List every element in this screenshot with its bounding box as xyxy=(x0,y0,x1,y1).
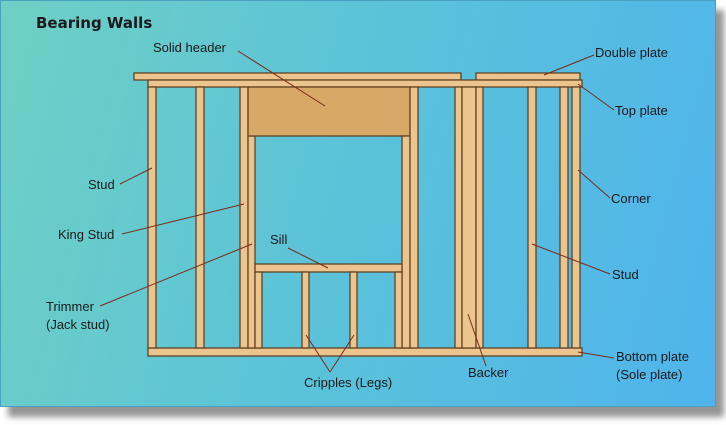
top-plate-leader xyxy=(577,83,615,111)
label-cripples: Cripples (Legs) xyxy=(304,375,392,390)
corner-stud-inner xyxy=(559,86,569,349)
stud-right-leader xyxy=(531,243,611,275)
backer-leader xyxy=(467,313,487,367)
backer xyxy=(461,86,477,349)
cripples-leader-2 xyxy=(329,334,355,373)
king-stud-leader xyxy=(121,203,245,235)
diagram-card xyxy=(0,0,716,407)
stud-right xyxy=(527,86,537,349)
sill-leader xyxy=(287,247,329,269)
label-sole-plate: (Sole plate) xyxy=(616,367,682,382)
stud-backer-left xyxy=(454,86,463,349)
corner-stud-outer xyxy=(571,86,581,349)
trimmer-left xyxy=(247,135,256,349)
leader-lines xyxy=(99,50,615,373)
king-stud-left xyxy=(239,86,249,349)
cripple-2 xyxy=(301,271,310,349)
label-king-stud: King Stud xyxy=(58,227,114,242)
cripple-4 xyxy=(394,271,403,349)
solid-header-leader xyxy=(237,50,326,107)
top-plate xyxy=(147,79,583,88)
wall-framing xyxy=(133,72,583,357)
diagram-title: Bearing Walls xyxy=(36,14,152,32)
bottom-plate xyxy=(147,347,583,357)
label-corner: Corner xyxy=(611,191,651,206)
label-double-plate: Double plate xyxy=(595,45,668,60)
label-trimmer: Trimmer xyxy=(46,299,95,314)
label-backer: Backer xyxy=(468,365,509,380)
label-stud-right: Stud xyxy=(612,267,639,282)
trimmer-right xyxy=(401,135,411,349)
trimmer-leader xyxy=(99,243,253,307)
label-solid-header: Solid header xyxy=(153,40,227,55)
label-top-plate: Top plate xyxy=(615,103,668,118)
double-plate-leader xyxy=(543,54,595,76)
bottom-plate-leader xyxy=(577,351,615,359)
labels: Solid header Double plate Top plate Stud… xyxy=(46,40,689,390)
solid-header xyxy=(247,86,411,137)
sill xyxy=(254,263,403,273)
double-plate-right xyxy=(475,72,581,81)
label-stud-left: Stud xyxy=(88,177,115,192)
cripple-3 xyxy=(349,271,358,349)
stud-left-end xyxy=(147,86,157,349)
label-bottom-plate: Bottom plate xyxy=(616,349,689,364)
stud xyxy=(195,86,205,349)
cripple-1 xyxy=(254,271,263,349)
stud-backer-right xyxy=(475,86,484,349)
label-jack-stud: (Jack stud) xyxy=(46,317,110,332)
stud-left-leader xyxy=(119,167,153,185)
cripples-leader-1 xyxy=(305,334,331,373)
label-sill: Sill xyxy=(270,232,287,247)
double-plate-left xyxy=(133,72,462,81)
king-stud-right xyxy=(409,86,419,349)
corner-leader xyxy=(577,169,611,199)
